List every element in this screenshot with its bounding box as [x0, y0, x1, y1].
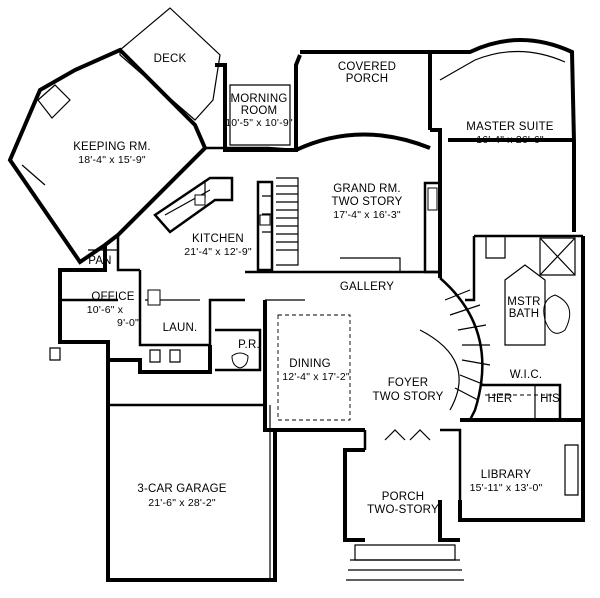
master-suite-dimensions: 16'-4" x 26'-6"	[476, 134, 544, 146]
keeping-room-label: KEEPING RM.	[73, 141, 151, 153]
kitchen-dimensions: 21'-4" x 12'-9"	[184, 246, 252, 258]
powder-room-label: P.R.	[238, 339, 260, 351]
porch-label: PORCH	[382, 491, 425, 503]
keeping-room-dimensions: 18'-4" x 15'-9"	[78, 154, 146, 166]
deck-outline	[119, 7, 221, 121]
covered-porch-label-2: PORCH	[346, 73, 389, 85]
kitchen-island	[153, 176, 234, 234]
dining-dimensions: 12'-4" x 17'-2"	[282, 371, 350, 383]
her-closet-label: HER	[488, 393, 513, 405]
his-closet-label: HIS	[540, 393, 560, 405]
library-dimensions: 15'-11" x 13'-0"	[470, 482, 543, 494]
deck-label: DECK	[154, 53, 187, 65]
pantry-label: PAN	[88, 255, 111, 267]
grand-room-label: GRAND RM.	[333, 183, 401, 195]
master-suite-label: MASTER SUITE	[466, 121, 554, 133]
library-label: LIBRARY	[481, 469, 532, 481]
foyer-label: FOYER	[388, 377, 429, 389]
wic-label: W.I.C.	[510, 369, 543, 381]
garage-dimensions: 21'-6" x 28'-2"	[148, 497, 216, 509]
master-suite-wall	[430, 38, 576, 232]
grand-room-arch	[295, 132, 431, 152]
master-bath-label: MSTR	[507, 296, 540, 308]
morning-room-label-2: ROOM	[241, 105, 278, 117]
office-dimensions-1: 10'-6" x	[87, 304, 124, 316]
foyer-label-2: TWO STORY	[372, 391, 443, 403]
room-labels: DECK MORNING ROOM 10'-5" x 10'-9" COVERE…	[73, 53, 560, 516]
office-dimensions-2: 9'-0"	[117, 317, 139, 329]
grand-room-label-2: TWO STORY	[331, 196, 402, 208]
covered-porch-label: COVERED	[338, 61, 396, 73]
morning-room-dimensions: 10'-5" x 10'-9"	[225, 117, 293, 129]
keeping-room-wall	[7, 47, 208, 265]
porch-label-2: TWO-STORY	[367, 504, 439, 516]
kitchen-label: KITCHEN	[192, 233, 244, 245]
garage-label: 3-CAR GARAGE	[137, 483, 226, 495]
office-label: OFFICE	[91, 291, 134, 303]
curved-stair	[439, 277, 484, 421]
garage-wall	[106, 360, 277, 582]
master-bath-label-2: BATH	[509, 308, 540, 320]
interior-walls	[60, 146, 583, 582]
grand-room-dimensions: 17'-4" x 16'-3"	[333, 209, 401, 221]
dining-label: DINING	[289, 358, 330, 370]
gallery-label: GALLERY	[340, 281, 394, 293]
morning-room-wall	[215, 54, 302, 152]
morning-room-label: MORNING	[231, 93, 288, 105]
laundry-label: LAUN.	[163, 322, 198, 334]
